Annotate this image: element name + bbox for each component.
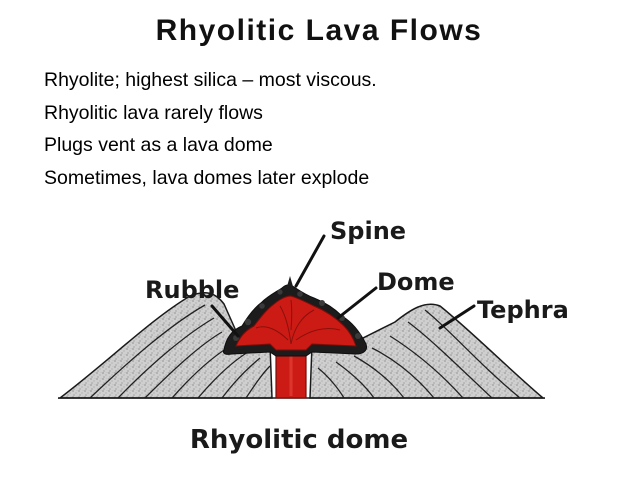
spine-leader-line	[294, 234, 326, 288]
lava-dome	[235, 295, 357, 351]
diagram-caption: Rhyolitic dome	[190, 425, 408, 455]
dome-leader-line	[336, 286, 378, 320]
bullet-item: Plugs vent as a lava dome	[44, 134, 273, 156]
tephra-cone-right	[309, 303, 546, 399]
dome-label: Dome	[377, 268, 455, 296]
bullet-item: Rhyolitic lava rarely flows	[44, 101, 263, 124]
bullet-item: Sometimes, lava domes later explode	[44, 166, 370, 189]
spine-label: Spine	[330, 217, 406, 245]
tephra-cone-left	[57, 291, 273, 399]
rubble-leader-line	[210, 304, 240, 338]
tephra-label: Tephra	[477, 296, 569, 324]
bullet-item: Rhyolite; highest silica – most viscous.	[44, 69, 377, 91]
slide-title: Rhyolitic Lava Flows	[155, 14, 483, 47]
lava-spine	[286, 276, 294, 290]
tephra-leader-line	[438, 304, 476, 330]
rubble-label: Rubble	[145, 276, 239, 304]
bullet-list: Rhyolite; highest silica – most viscous.…	[44, 64, 377, 194]
